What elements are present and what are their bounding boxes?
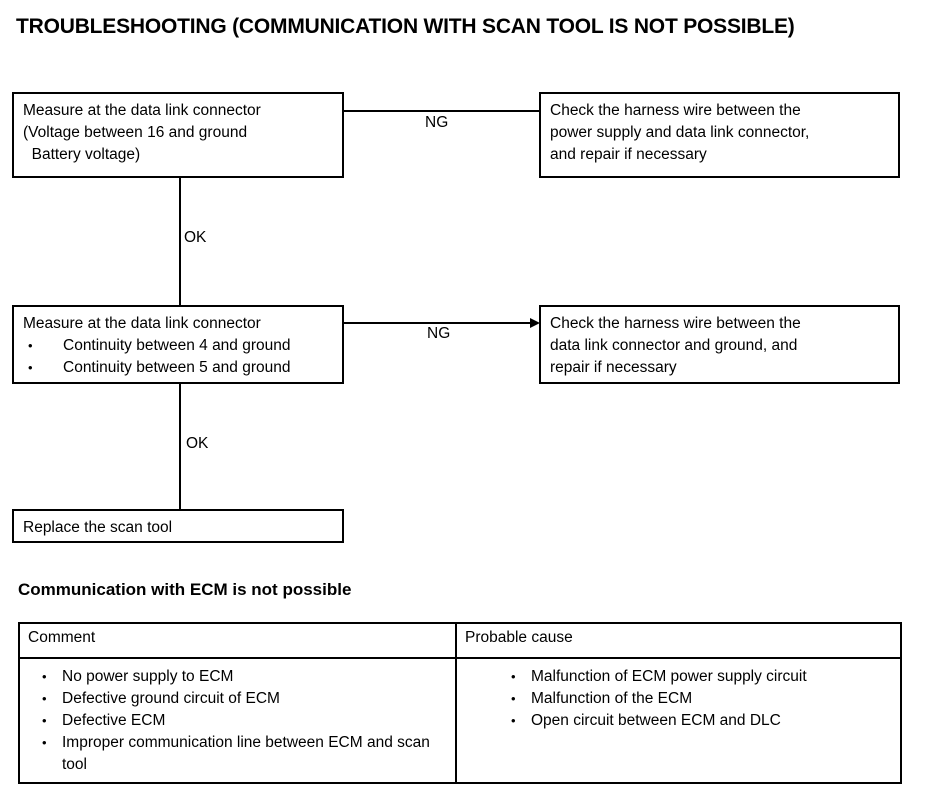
flow-box-check-ground-harness: Check the harness wire between the data … — [539, 305, 900, 384]
list-item-label: Continuity between 4 and ground — [63, 337, 291, 354]
connector-label-ok-2: OK — [186, 435, 209, 452]
list-item-label: Malfunction of ECM power supply circuit — [531, 668, 807, 685]
comment-list: • No power supply to ECM • Defective groun… — [28, 666, 447, 776]
table-header-comment: Comment — [18, 622, 457, 659]
bullet-icon: • — [28, 360, 33, 375]
connector-label-ng-2: NG — [427, 325, 451, 342]
list-item: • Continuity between 4 and ground — [23, 335, 333, 357]
bullet-icon: • — [42, 713, 47, 728]
bullet-icon: • — [42, 691, 47, 706]
bullet-icon: • — [28, 338, 33, 353]
table-cell-comment: • No power supply to ECM • Defective groun… — [18, 657, 457, 784]
flow-box-check-power-harness-line3: and repair if necessary — [550, 146, 707, 163]
bullet-icon: • — [42, 669, 47, 684]
list-item-label: Continuity between 5 and ground — [63, 359, 291, 376]
list-item-label: Improper communication line between ECM … — [62, 734, 430, 773]
list-item-label: Malfunction of the ECM — [531, 690, 693, 707]
flow-box-check-power-harness: Check the harness wire between the power… — [539, 92, 900, 178]
list-item: • Open circuit between ECM and DLC — [497, 710, 892, 732]
page-title: TROUBLESHOOTING (COMMUNICATION WITH SCAN… — [16, 15, 795, 38]
arrow-head-icon — [530, 318, 540, 328]
list-item-label: Open circuit between ECM and DLC — [531, 712, 781, 729]
connector-ng-2-line — [344, 322, 531, 324]
flow-box-replace-scan-tool: Replace the scan tool — [12, 509, 344, 543]
table-header-row: Comment Probable cause — [18, 622, 902, 659]
list-item-label: Defective ECM — [62, 712, 166, 729]
comment-probable-cause-table: Comment Probable cause • No power supply … — [18, 622, 902, 784]
flow-box-measure-voltage-line1: Measure at the data link connector — [23, 102, 261, 119]
bullet-icon: • — [511, 713, 516, 728]
connector-ng-1-line — [344, 110, 540, 112]
list-item: • Defective ground circuit of ECM — [28, 688, 447, 710]
connector-ok-2-line — [179, 384, 181, 510]
list-item: • Malfunction of the ECM — [497, 688, 892, 710]
bullet-icon: • — [42, 735, 47, 750]
list-item: • Improper communication line between ECM… — [28, 732, 447, 776]
table-cell-probable-cause: • Malfunction of ECM power supply circuit… — [455, 657, 902, 784]
troubleshooting-flowchart: Measure at the data link connector (Volt… — [12, 92, 900, 543]
list-item: • Continuity between 5 and ground — [23, 357, 333, 379]
flow-box-measure-voltage-line2: (Voltage between 16 and ground — [23, 124, 248, 141]
bullet-icon: • — [511, 691, 516, 706]
flow-box-check-power-harness-line2: power supply and data link connector, — [550, 124, 810, 141]
flow-box-check-ground-harness-line2: data link connector and ground, and — [550, 337, 798, 354]
list-item: • Malfunction of ECM power supply circuit — [497, 666, 892, 688]
section-heading: Communication with ECM is not possible — [18, 580, 352, 599]
connector-ok-1-line — [179, 178, 181, 306]
flow-box-replace-scan-tool-line1: Replace the scan tool — [23, 519, 173, 536]
list-item: • No power supply to ECM — [28, 666, 447, 688]
probable-cause-list: • Malfunction of ECM power supply circuit… — [497, 666, 892, 732]
flow-box-measure-continuity: Measure at the data link connector • Cont… — [12, 305, 344, 384]
bullet-icon: • — [511, 669, 516, 684]
connector-label-ok-1: OK — [184, 229, 207, 246]
flow-box-measure-voltage: Measure at the data link connector (Volt… — [12, 92, 344, 178]
table-header-probable-cause: Probable cause — [455, 622, 902, 659]
flow-box-check-power-harness-line1: Check the harness wire between the — [550, 102, 801, 119]
list-item: • Defective ECM — [28, 710, 447, 732]
flow-box-check-ground-harness-line3: repair if necessary — [550, 359, 677, 376]
table-row: • No power supply to ECM • Defective groun… — [18, 657, 902, 784]
flow-box-check-ground-harness-line1: Check the harness wire between the — [550, 315, 801, 332]
connector-label-ng-1: NG — [425, 114, 449, 131]
flow-box-measure-voltage-line3: Battery voltage) — [23, 146, 141, 163]
list-item-label: Defective ground circuit of ECM — [62, 690, 280, 707]
flow-box-measure-continuity-list: • Continuity between 4 and ground • Contin… — [23, 335, 333, 379]
flow-box-measure-continuity-title: Measure at the data link connector — [23, 315, 261, 332]
list-item-label: No power supply to ECM — [62, 668, 234, 685]
